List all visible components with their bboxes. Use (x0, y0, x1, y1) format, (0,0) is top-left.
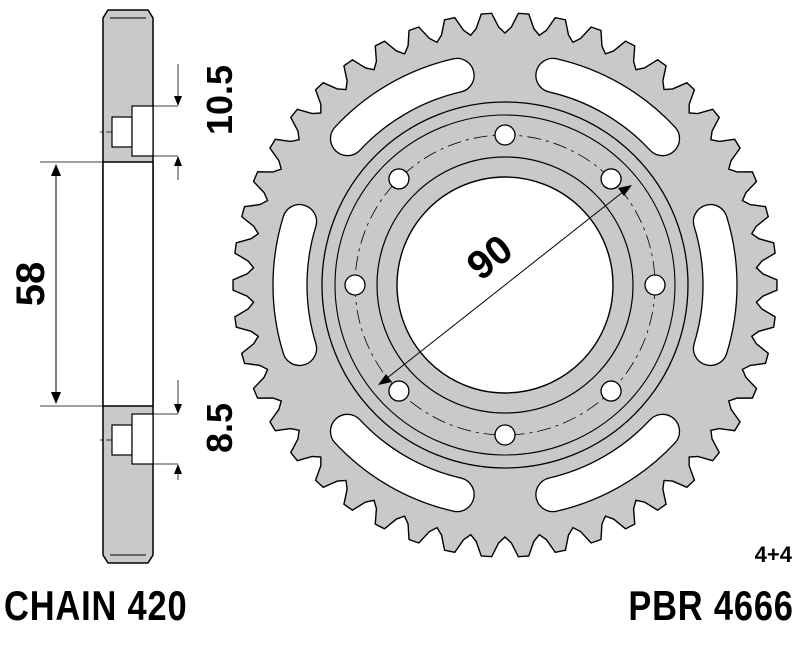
sprocket-front-view: 90 (232, 12, 778, 558)
chain-size-label: CHAIN 420 (4, 582, 188, 629)
dimension-hub-thickness: 10.5 (153, 64, 240, 180)
lightening-slot (692, 203, 738, 367)
bolt-hole (600, 168, 622, 190)
dim-8-5-text: 8.5 (199, 403, 240, 453)
bolt-hole (388, 168, 410, 190)
lightening-slot (535, 57, 681, 157)
lightening-slot (535, 413, 681, 513)
profile-center-bore (103, 162, 153, 406)
lightening-slots (272, 57, 738, 513)
lightening-slot (329, 57, 475, 157)
dimension-center-bore: 58 (9, 161, 103, 407)
bolt-hole (344, 274, 366, 296)
profile-bolt-hole-upper (100, 105, 154, 157)
dimension-plate-thickness: 8.5 (153, 380, 240, 480)
bolt-pattern-label: 4+4 (754, 542, 792, 567)
bolt-hole (494, 124, 516, 146)
bolt-hole (494, 424, 516, 446)
dim-10-5-text: 10.5 (199, 65, 240, 135)
dim-58-text: 58 (9, 262, 53, 307)
bolt-hole (388, 380, 410, 402)
lightening-slot (272, 203, 318, 367)
lightening-slot (329, 413, 475, 513)
center-bore-outer-ring (376, 156, 634, 414)
bolt-hole (644, 274, 666, 296)
bolt-hole (600, 380, 622, 402)
bolt-holes (344, 124, 666, 446)
part-number-label: PBR 4666 (628, 582, 794, 629)
side-profile-view: 58 10.5 8.5 (9, 9, 240, 564)
hub-step-ring (334, 114, 676, 456)
profile-bolt-hole-lower (100, 413, 154, 465)
hub-outer-ring (321, 101, 689, 469)
